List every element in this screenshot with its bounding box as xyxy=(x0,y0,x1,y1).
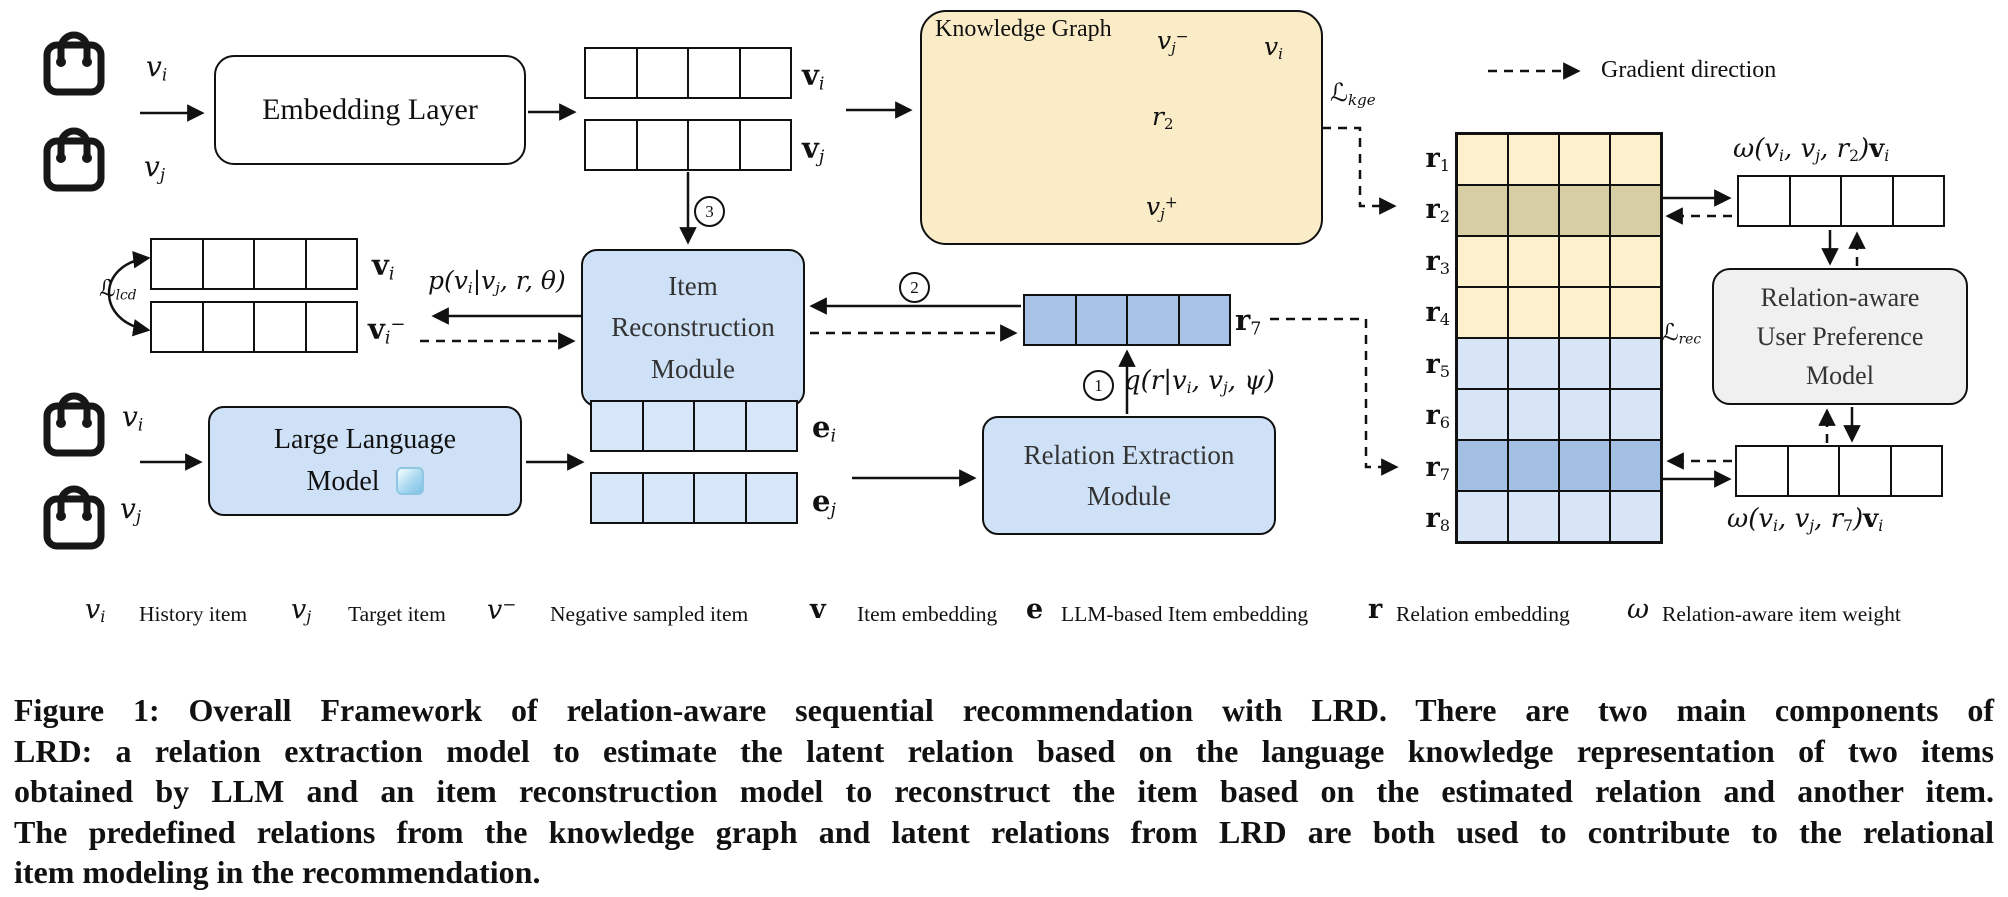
vector-cell xyxy=(687,49,739,97)
legend-label-llm-embedding: LLM-based Item embedding xyxy=(1061,602,1309,626)
shopping-bag-icon xyxy=(47,396,101,453)
kg-r2-label: r2 xyxy=(1152,102,1174,133)
caption-line: The predefined relations from the knowle… xyxy=(14,813,1994,850)
negative-vi-label: vi− xyxy=(368,312,406,349)
kg-vj-neg-label: vj− xyxy=(1157,26,1189,57)
matrix-row-r7 xyxy=(1458,439,1660,490)
step-3-badge: 3 xyxy=(694,196,725,227)
legend-label-negative-item: Negative sampled item xyxy=(550,602,749,626)
reconstructed-vi-label: vi xyxy=(372,248,395,285)
matrix-row-r8 xyxy=(1458,490,1660,541)
legend-symbol-v-neg: v− xyxy=(487,594,517,626)
matrix-label-r5: r5 xyxy=(1425,349,1450,382)
item-vj-label: vj xyxy=(144,150,166,185)
large-language-model-box: Large Language Model xyxy=(208,406,522,516)
matrix-label-r6: r6 xyxy=(1425,400,1450,433)
step-2-badge: 2 xyxy=(899,272,930,303)
embedding-layer-label: Embedding Layer xyxy=(262,93,478,126)
item-reconstruction-module-box: Item Reconstruction Module xyxy=(581,249,805,407)
vector-cell xyxy=(738,121,791,169)
legend-label-item-weight: Relation-aware item weight xyxy=(1662,602,1901,626)
matrix-row-r1 xyxy=(1458,135,1660,184)
vector-cell xyxy=(687,121,739,169)
lcd-loss-label: ℒlcd xyxy=(99,276,137,304)
matrix-label-r3: r3 xyxy=(1425,246,1450,279)
kg-vi-label: vi xyxy=(1264,32,1283,63)
gradient-kge-to-r2 xyxy=(1322,126,1397,215)
legend-symbol-v: v xyxy=(810,594,826,625)
step-1-badge: 1 xyxy=(1083,370,1114,401)
vector-cell xyxy=(586,121,636,169)
legend-symbol-vj: vj xyxy=(291,594,312,627)
weighted-vi-r7-vector xyxy=(1735,445,1943,497)
llm-item-vi-label: vi xyxy=(122,400,144,435)
llm-embedding-ej-label: ej xyxy=(812,484,836,521)
matrix-row-r6 xyxy=(1458,388,1660,439)
knowledge-graph-box xyxy=(920,10,1323,245)
matrix-row-r3 xyxy=(1458,235,1660,286)
matrix-label-r2: r2 xyxy=(1425,194,1450,227)
legend-symbol-vi: vi xyxy=(85,594,106,627)
caption-line: LRD: a relation extraction model to esti… xyxy=(14,732,1994,769)
latent-relation-r7-label: r7 xyxy=(1235,303,1262,340)
p-formula-label: p(vi|vj, r, θ) xyxy=(428,266,566,297)
vector-cell xyxy=(635,49,688,97)
vector-vj-label: vj xyxy=(802,131,825,168)
shopping-bag-icon xyxy=(47,131,101,188)
matrix-row-r2 xyxy=(1458,184,1660,235)
weighted-vi-r2-vector xyxy=(1737,175,1945,227)
weighted-vi-r2-label: ω(vi, vj, r2)vi xyxy=(1733,134,1890,165)
reconstructed-vi-vector xyxy=(150,238,358,290)
kg-vj-pos-label: vj+ xyxy=(1146,192,1178,223)
legend-label-item-embedding: Item embedding xyxy=(857,602,998,626)
figure-caption: Figure 1: Overall Framework of relation-… xyxy=(14,690,1994,893)
embedding-layer-box: Embedding Layer xyxy=(214,55,526,165)
matrix-label-r4: r4 xyxy=(1425,297,1450,330)
knowledge-graph-title: Knowledge Graph xyxy=(935,16,1112,42)
q-formula-label: q(r|vi, vj, ψ) xyxy=(1124,366,1275,397)
vector-cell xyxy=(635,121,688,169)
llm-embedding-ei-vector xyxy=(590,400,798,452)
gradient-r7vec-to-r7 xyxy=(1270,317,1399,476)
caption-line: item modeling in the recommendation. xyxy=(14,854,541,890)
rec-loss-label: ℒrec xyxy=(1662,320,1702,348)
latent-relation-r7-vector xyxy=(1023,294,1231,346)
vector-vi xyxy=(584,47,792,99)
legend-symbol-r: r xyxy=(1368,594,1383,625)
kge-loss-label: ℒkge xyxy=(1330,78,1376,109)
vector-cell xyxy=(586,49,636,97)
vector-vj xyxy=(584,119,792,171)
llm-embedding-ej-vector xyxy=(590,472,798,524)
weighted-vi-r7-label: ω(vi, vj, r7)vi xyxy=(1727,504,1884,535)
lcd-loss-arc xyxy=(107,251,151,337)
llm-item-vj-label: vj xyxy=(120,492,142,527)
legend-symbol-e: e xyxy=(1026,594,1044,625)
caption-line: obtained by LLM and an item reconstructi… xyxy=(14,773,1994,809)
matrix-label-r8: r8 xyxy=(1425,503,1450,536)
vector-vi-label: vi xyxy=(802,58,825,95)
shopping-bag-icon xyxy=(47,489,101,546)
gradient-direction-label: Gradient direction xyxy=(1601,57,1777,83)
legend-symbol-omega: ω xyxy=(1627,594,1650,625)
vector-cell xyxy=(738,49,791,97)
legend-label-history-item: History item xyxy=(139,602,248,626)
negative-vi-vector xyxy=(150,301,358,353)
item-vi-label: vi xyxy=(146,50,168,85)
user-preference-model-box: Relation-aware User Preference Model xyxy=(1712,268,1968,405)
matrix-row-r4 xyxy=(1458,286,1660,337)
relation-extraction-module-box: Relation Extraction Module xyxy=(982,416,1276,535)
llm-embedding-ei-label: ei xyxy=(812,410,837,447)
matrix-label-r7: r7 xyxy=(1425,452,1450,485)
caption-line: Figure 1: Overall Framework of relation-… xyxy=(14,692,1994,728)
matrix-label-r1: r1 xyxy=(1425,143,1450,176)
matrix-row-r5 xyxy=(1458,337,1660,388)
relation-embedding-matrix xyxy=(1455,132,1663,544)
ice-cube-icon xyxy=(395,467,424,495)
legend-label-target-item: Target item xyxy=(348,602,446,626)
legend-label-relation-embedding: Relation embedding xyxy=(1396,602,1570,626)
shopping-bag-icon xyxy=(47,35,101,92)
